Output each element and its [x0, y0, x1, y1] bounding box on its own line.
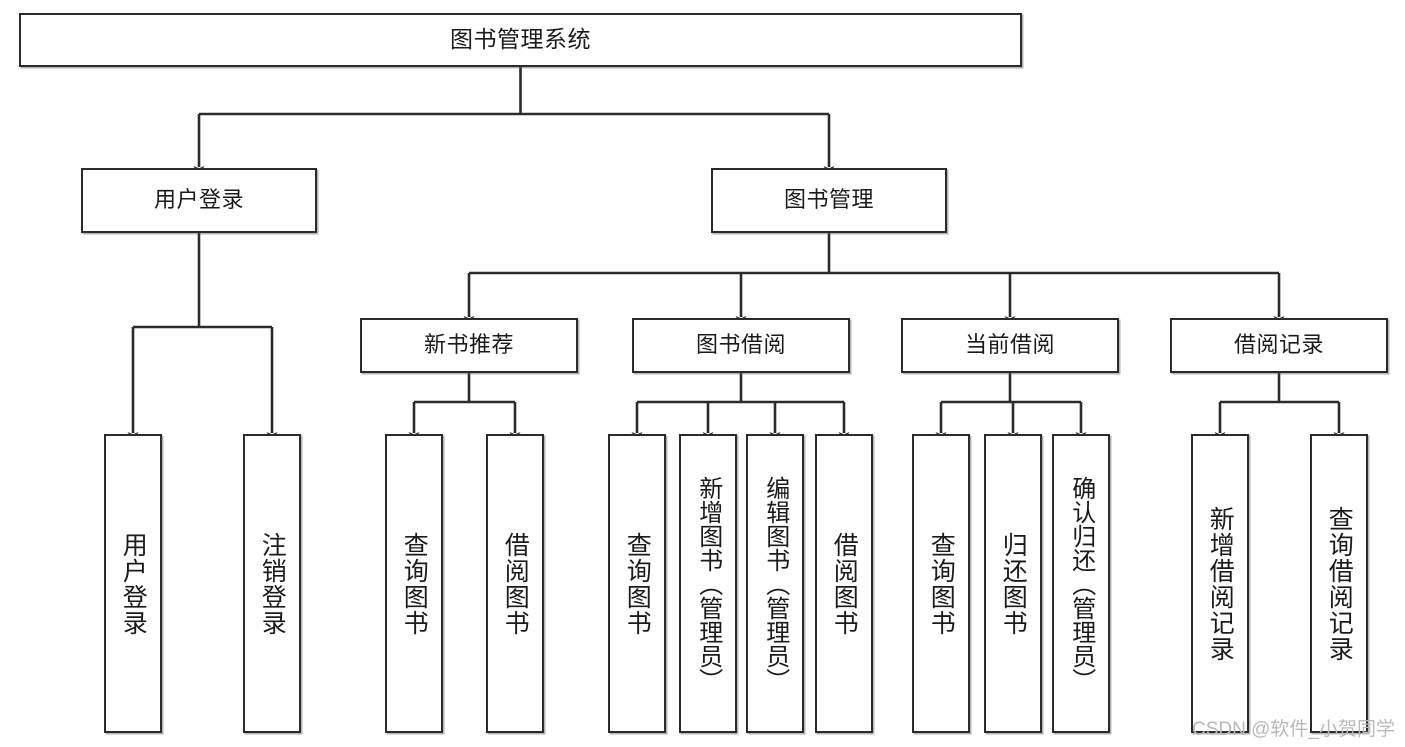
node-bookmgmt: 图书管理	[711, 168, 947, 233]
node-label: 新增图书（管理员）	[694, 475, 722, 692]
node-login: 用户登录	[81, 168, 317, 233]
node-label: 用户登录	[153, 187, 244, 213]
node-leaf-query3: 查询图书	[912, 434, 970, 733]
node-label: 注销登录	[258, 531, 287, 636]
node-label: 新增借阅记录	[1206, 505, 1235, 662]
node-leaf-borrow1: 借阅图书	[486, 434, 544, 733]
node-label: 图书借阅	[695, 332, 786, 358]
node-label: 借阅图书	[501, 531, 530, 636]
node-leaf-borrow2: 借阅图书	[815, 434, 873, 733]
node-label: 当前借阅	[964, 332, 1055, 358]
node-label: 确认归还（管理员）	[1067, 475, 1095, 692]
node-leaf-return: 归还图书	[984, 434, 1042, 733]
node-label: 图书管理系统	[450, 26, 591, 53]
node-leaf-userlogin: 用户登录	[104, 434, 162, 733]
node-label: 查询图书	[927, 531, 956, 636]
node-label: 用户登录	[119, 531, 148, 636]
node-label: 查询图书	[623, 531, 652, 636]
node-leaf-queryrec: 查询借阅记录	[1310, 434, 1368, 733]
node-records: 借阅记录	[1170, 318, 1388, 373]
node-label: 编辑图书（管理员）	[761, 475, 789, 692]
node-newbook: 新书推荐	[360, 318, 578, 373]
node-label: 新书推荐	[423, 332, 514, 358]
node-leaf-query1: 查询图书	[385, 434, 443, 733]
node-root: 图书管理系统	[19, 13, 1022, 67]
node-current: 当前借阅	[901, 318, 1119, 373]
node-label: 查询图书	[400, 531, 429, 636]
node-leaf-editbook: 编辑图书（管理员）	[746, 434, 804, 733]
node-leaf-logout: 注销登录	[243, 434, 301, 733]
node-leaf-addrec: 新增借阅记录	[1191, 434, 1249, 733]
node-borrow: 图书借阅	[632, 318, 850, 373]
node-label: 借阅记录	[1233, 332, 1324, 358]
node-leaf-query2: 查询图书	[608, 434, 666, 733]
node-label: 图书管理	[783, 187, 874, 213]
node-leaf-addbook: 新增图书（管理员）	[679, 434, 737, 733]
node-label: 借阅图书	[830, 531, 859, 636]
csdn-watermark: CSDN @软件_小贺同学	[1192, 719, 1395, 740]
node-leaf-confirm: 确认归还（管理员）	[1052, 434, 1110, 733]
node-label: 归还图书	[999, 531, 1028, 636]
node-label: 查询借阅记录	[1325, 505, 1354, 662]
